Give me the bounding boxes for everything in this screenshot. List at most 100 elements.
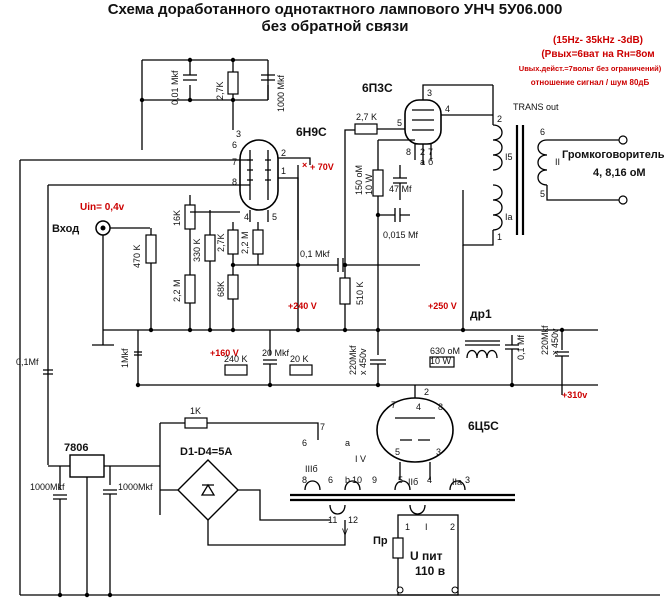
- cap-01-left-label: 0,1Mf: [16, 357, 39, 367]
- resistor-150: [372, 169, 384, 197]
- mains-voltage-label: 110 в: [415, 564, 445, 578]
- resistor-22m-b-label: 2,2 M: [240, 231, 250, 254]
- trans-primary-winding: [462, 85, 503, 246]
- svg-text:9: 9: [372, 475, 377, 485]
- svg-text:1: 1: [497, 232, 502, 242]
- svg-text:3: 3: [236, 129, 241, 139]
- cap-1000b-label: 1000Mkf: [118, 482, 153, 492]
- resistor-20k: [289, 364, 313, 376]
- svg-text:4: 4: [244, 212, 249, 222]
- cap-1mkf-label: 1Mkf: [120, 348, 130, 368]
- pot-470k-label: 470 K: [132, 244, 142, 268]
- mains-primary-windings: [329, 504, 426, 515]
- spec-bandwidth: (15Hz- 35kHz -3dB): [553, 35, 643, 46]
- cap-20-label: 20 Mkf: [262, 348, 290, 358]
- voltage-240v: +240 V: [288, 301, 317, 311]
- left-outer-wire: [19, 159, 660, 596]
- cap-220a-label: 220Mkfx 450v: [348, 345, 368, 375]
- cap-47-label: 47 Mf: [389, 184, 412, 194]
- cap-1000a-label: 1000Mkf: [30, 482, 65, 492]
- fuse: [392, 537, 404, 559]
- winding-iib-label: IIб: [408, 477, 418, 487]
- svg-text:4: 4: [427, 475, 432, 485]
- coupling-cap-wire: [298, 258, 420, 272]
- input-wire: [92, 227, 150, 346]
- svg-text:5: 5: [398, 475, 403, 485]
- svg-text:2: 2: [450, 522, 455, 532]
- winding-iv-label: I V: [355, 454, 366, 464]
- cathode-bypass-wire: [377, 196, 410, 330]
- svg-text:а: а: [345, 438, 350, 448]
- speaker-terminal-1[interactable]: [618, 135, 628, 145]
- diodes-label: D1-D4=5A: [180, 446, 232, 458]
- svg-text:3: 3: [436, 447, 441, 457]
- cap-01-psu-symbol: [505, 335, 519, 385]
- cap-01-left-symbol: [43, 369, 53, 375]
- choke-symbol: [465, 340, 500, 359]
- diode-bridge: [177, 459, 239, 521]
- pot-470k: [145, 234, 157, 264]
- resistor-27k-grid-label: 2,7 K: [356, 112, 377, 122]
- svg-text:5: 5: [397, 118, 402, 128]
- input-jack-center: [100, 225, 106, 231]
- resistor-330k-label: 330 K: [192, 238, 202, 262]
- resistor-240k-label: 240 K: [224, 354, 248, 364]
- tube-6p3s-label: 6П3С: [362, 81, 393, 95]
- resistor-20k-label: 20 K: [290, 354, 309, 364]
- svg-text:7: 7: [232, 157, 237, 167]
- voltage-70v-marker: ×: [302, 160, 307, 170]
- tube-6n9s-label: 6Н9С: [296, 125, 327, 139]
- cap-220b-symbol: [555, 330, 569, 395]
- voltage-250v: +250 V: [428, 301, 457, 311]
- tube-6n9s: [239, 139, 279, 211]
- speaker-terminal-2[interactable]: [618, 195, 628, 205]
- svg-text:5: 5: [395, 447, 400, 457]
- resistor-22m-a: [184, 274, 196, 304]
- winding-iia-label: IIа: [452, 477, 462, 487]
- svg-text:5: 5: [540, 189, 545, 199]
- svg-text:6: 6: [302, 438, 307, 448]
- resistor-1k: [184, 417, 208, 429]
- svg-text:4: 4: [445, 104, 450, 114]
- svg-text:6: 6: [232, 140, 237, 150]
- mains-terminal-2[interactable]: [451, 586, 459, 594]
- tube-6p3s: [404, 99, 442, 145]
- resistor-510k-label: 510 K: [355, 281, 365, 305]
- mains-terminal-1[interactable]: [396, 586, 404, 594]
- resistor-16k-label: 16K: [172, 210, 182, 226]
- bplus-rail: [137, 360, 598, 386]
- resistor-240k: [224, 364, 248, 376]
- choke-label: др1: [470, 307, 492, 321]
- cap-20-symbol: [263, 330, 277, 385]
- trans-out-label: TRANS out: [513, 102, 559, 112]
- fuse-label: Пр: [373, 535, 388, 547]
- resistor-68k-label: 68K: [216, 281, 226, 297]
- svg-text:8: 8: [438, 402, 443, 412]
- regulator-wires: [48, 465, 160, 595]
- svg-text:8: 8: [302, 475, 307, 485]
- anode-supply-wire: [297, 165, 464, 330]
- coupling-cap-label: 0,1 Mkf: [300, 249, 330, 259]
- spec-snr: отношение сигнал / шум 80дБ: [531, 78, 650, 87]
- resistor-27k-top-label: 2,7K: [215, 81, 225, 100]
- bridge-wires: [159, 422, 346, 546]
- regulator-7806: [69, 454, 105, 478]
- diode-symbol: [200, 483, 216, 496]
- resistor-27k-cathode: [227, 229, 239, 255]
- svg-text:2: 2: [420, 147, 425, 157]
- winding-i5-label: I5: [505, 152, 513, 162]
- cap-1000-top-label: 1000 Mkf: [276, 74, 286, 112]
- winding-ii-label: II: [555, 157, 560, 167]
- svg-text:6: 6: [540, 127, 545, 137]
- cap-001-symbol: [183, 74, 197, 81]
- resistor-630: [429, 356, 455, 368]
- svg-text:а: а: [420, 157, 425, 167]
- cap-220b-label: 220Mkfx 450v: [540, 325, 560, 355]
- title-line-1: Схема доработанного однотактного лампово…: [108, 1, 563, 18]
- resistor-22m-b: [252, 229, 264, 255]
- cap-1000-top-symbol: [261, 74, 275, 81]
- mains-secondary-windings: [304, 480, 466, 491]
- input-voltage-label: Uin= 0,4v: [80, 202, 125, 213]
- svg-text:2: 2: [497, 114, 502, 124]
